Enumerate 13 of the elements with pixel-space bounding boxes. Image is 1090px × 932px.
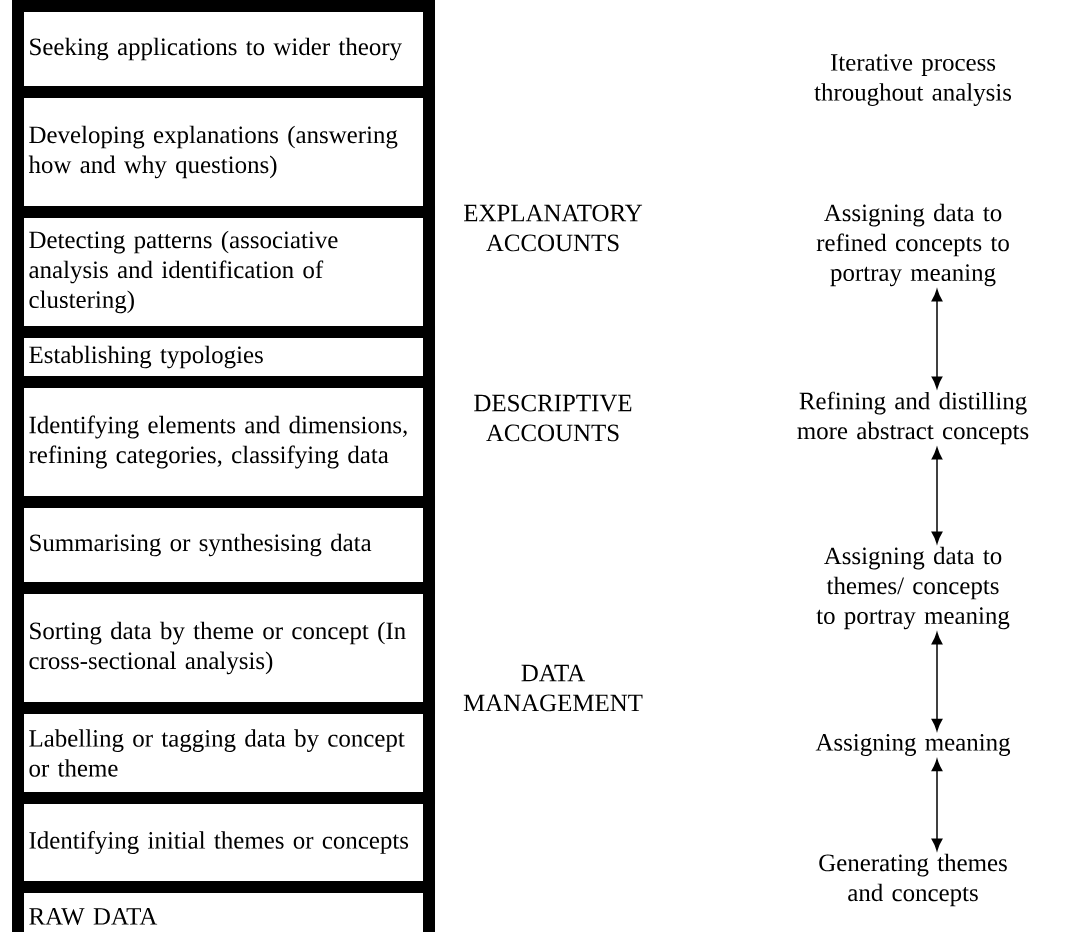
- note-text: Iterative process throughout analysis: [814, 54, 1012, 106]
- level-heading: DATA MANAGEMENT: [463, 664, 643, 712]
- stage-text: Generating themes and concepts: [819, 853, 1007, 907]
- stage-text: Assigning data to refined concepts to portray meaning: [816, 203, 1009, 287]
- stage-text: Assigning meaning: [815, 734, 1011, 756]
- level-heading: EXPLANATORY ACCOUNTS: [464, 204, 643, 252]
- stage-text: Assigning data to themes/ concepts to portray meaning: [816, 546, 1010, 630]
- stage-text: Refining and distilling more abstract concepts: [797, 391, 1029, 445]
- double-arrow: [931, 759, 943, 851]
- level-heading: DESCRIPTIVE ACCOUNTS: [474, 394, 632, 442]
- double-arrow: [931, 447, 943, 544]
- double-arrow: [931, 289, 943, 389]
- double-arrow: [931, 632, 943, 731]
